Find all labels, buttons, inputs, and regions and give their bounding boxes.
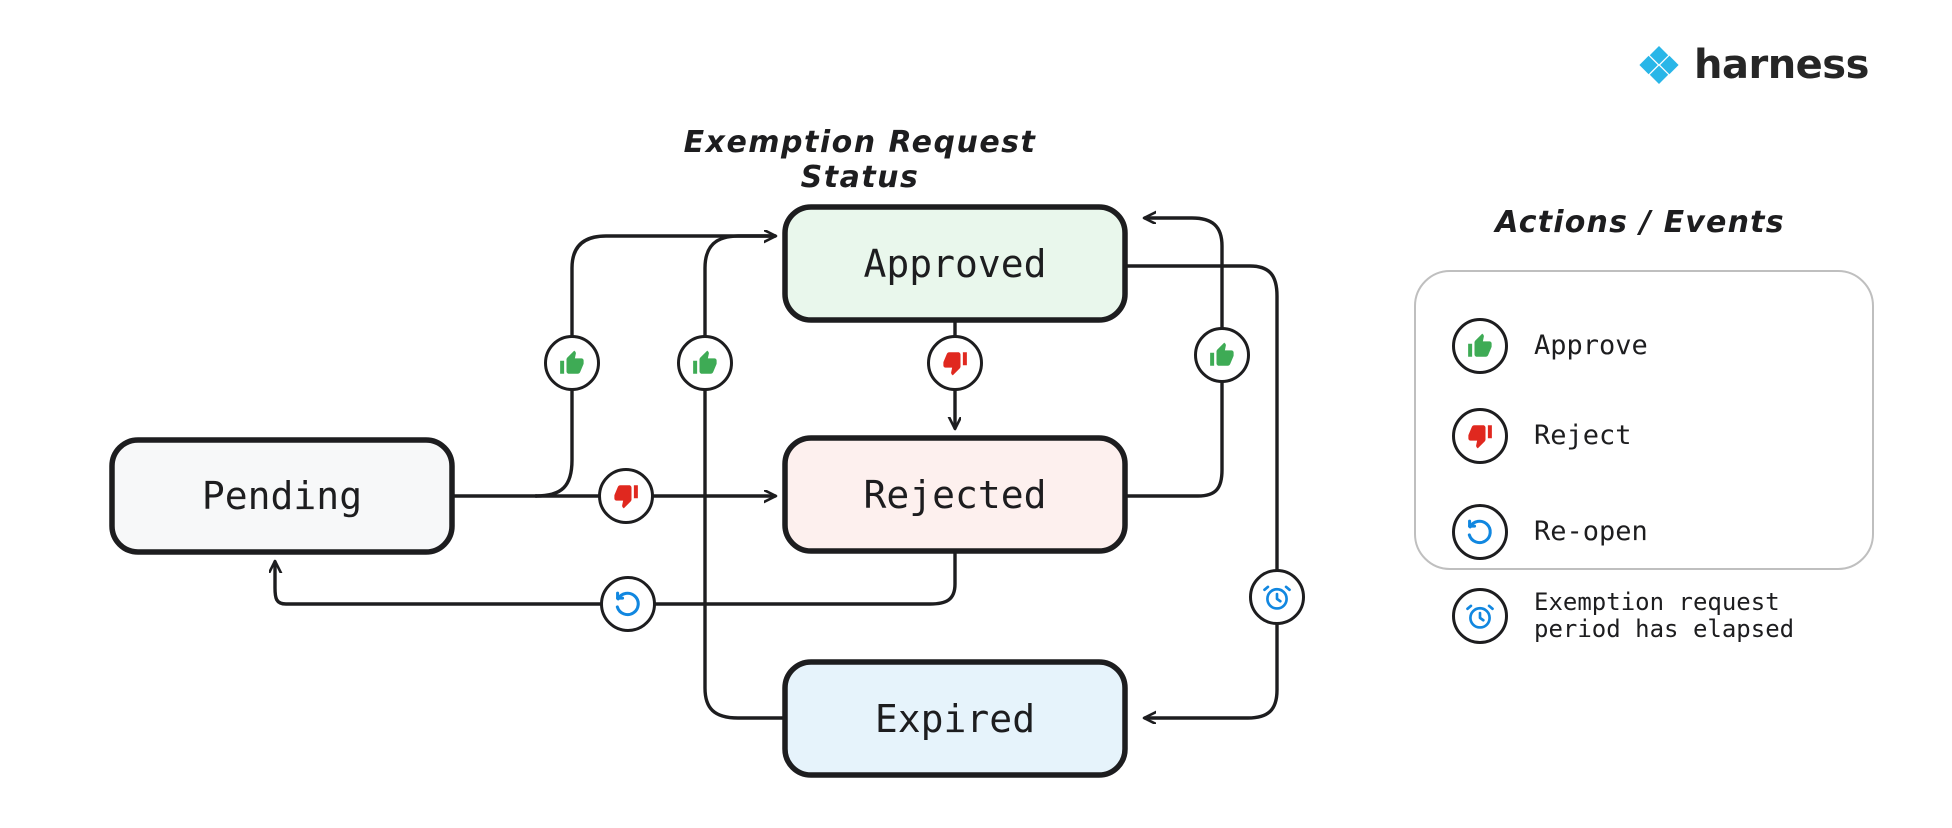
thumbs-down-icon [927, 335, 983, 391]
diagram-title: Exemption Request Status [683, 125, 1037, 195]
edge-marker-approve-rejected[interactable] [1194, 327, 1250, 383]
thumbs-down-icon [1452, 408, 1508, 464]
legend-item-reopen[interactable]: Re-open [1452, 504, 1648, 560]
node-expired[interactable] [782, 659, 1128, 778]
legend-title: Actions / Events [1495, 205, 1785, 240]
edge-marker-approve-pending[interactable] [544, 335, 600, 391]
edge-expired-to-approved [703, 234, 787, 720]
thumbs-up-icon [1194, 327, 1250, 383]
edge-marker-reopen[interactable] [600, 576, 656, 632]
legend-item-reject[interactable]: Reject [1452, 408, 1632, 464]
legend-item-expired[interactable]: Exemption request period has elapsed [1452, 588, 1794, 644]
node-pending[interactable] [109, 437, 455, 555]
node-approved[interactable] [782, 204, 1128, 323]
edge-marker-approve-expired[interactable] [677, 335, 733, 391]
edge-marker-reject-pending[interactable] [598, 468, 654, 524]
alarm-clock-icon [1249, 569, 1305, 625]
harness-diamond-logo-icon [1639, 46, 1679, 84]
reopen-icon [1452, 504, 1508, 560]
thumbs-down-icon [598, 468, 654, 524]
edge-approved-to-expired [1123, 264, 1279, 718]
legend-item-approve[interactable]: Approve [1452, 318, 1648, 374]
brand-name: harness [1694, 42, 1869, 88]
legend-label-expired: Exemption request period has elapsed [1534, 588, 1795, 643]
edge-marker-expired-clock[interactable] [1249, 569, 1305, 625]
harness-logo: harness [1636, 42, 1869, 88]
reopen-icon [600, 576, 656, 632]
thumbs-up-icon [677, 335, 733, 391]
thumbs-up-icon [544, 335, 600, 391]
legend-label-reject: Reject [1534, 419, 1632, 451]
legend-label-approve: Approve [1534, 329, 1648, 361]
node-rejected[interactable] [782, 435, 1128, 554]
thumbs-up-icon [1452, 318, 1508, 374]
legend-label-reopen: Re-open [1534, 515, 1648, 547]
alarm-clock-icon [1452, 588, 1508, 644]
edge-marker-reject-approved[interactable] [927, 335, 983, 391]
